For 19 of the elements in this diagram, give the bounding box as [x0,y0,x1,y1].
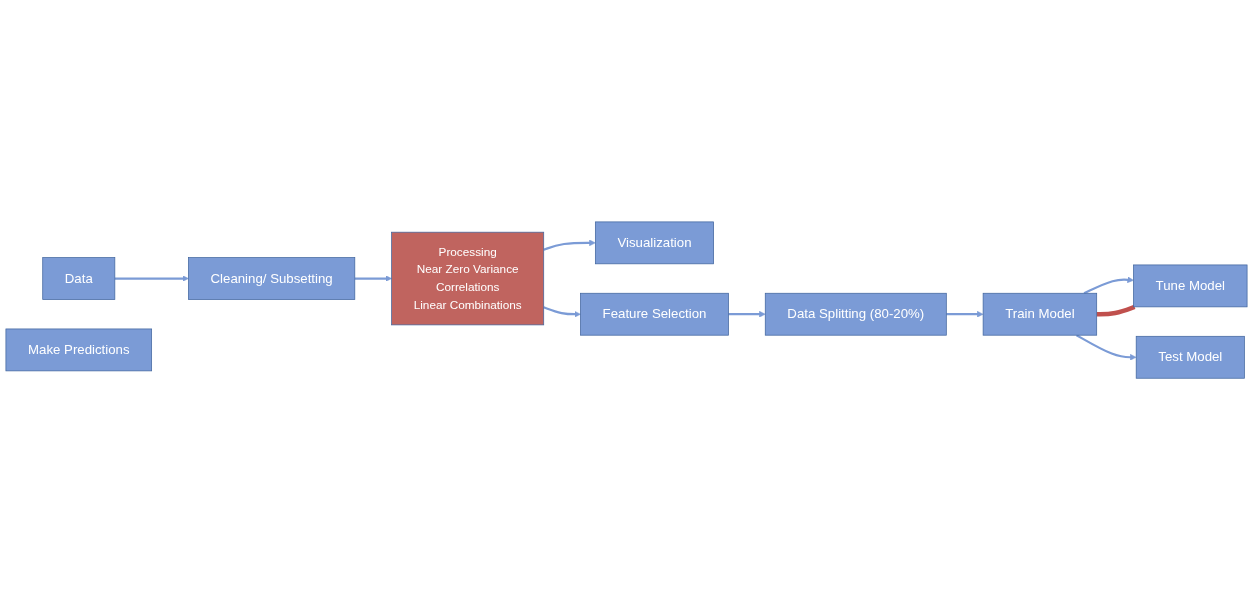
arrow [543,240,596,252]
node-box: Tune Model [1133,265,1248,308]
node-box: Train Model [982,293,1098,336]
node-box: Cleaning/ Subsetting [188,257,356,301]
arrow [114,275,189,283]
node-box: Data [42,257,116,301]
arrow [1083,277,1134,295]
node-box: Test Model [1135,336,1245,380]
arrow [354,275,392,283]
node-box: Data Splitting (80-20%) [764,293,947,336]
node-box: Processing Near Zero Variance Correlations Linear Combinations [391,232,545,326]
node-box: Feature Selection [580,293,729,336]
arrow [1076,334,1137,361]
arrow [728,311,766,318]
node-box: Visualization [595,221,714,265]
connector [1096,305,1136,317]
node-box: Make Predictions [5,329,152,372]
arrow [946,311,984,318]
arrow [543,306,581,318]
